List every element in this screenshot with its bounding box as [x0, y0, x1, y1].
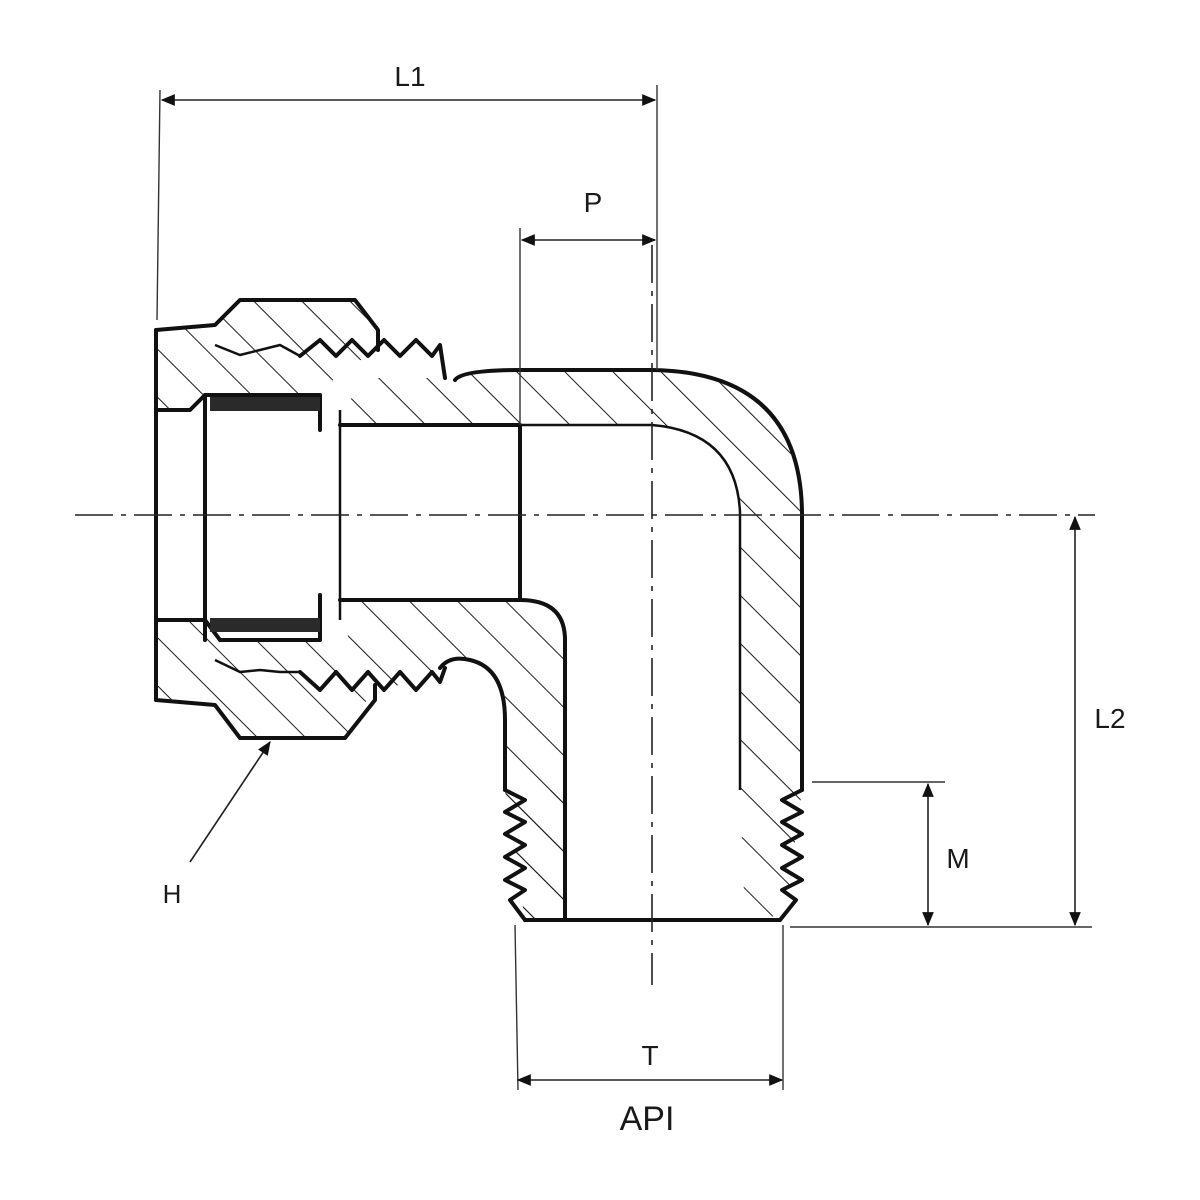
label-l1: L1: [394, 61, 425, 92]
label-t: T: [641, 1040, 658, 1071]
ferrule: [210, 397, 320, 632]
dimension-m: M: [812, 781, 970, 927]
label-p: P: [584, 187, 603, 218]
dimension-l1: L1: [156, 61, 658, 370]
label-api: API: [620, 1100, 675, 1138]
label-l2: L2: [1094, 703, 1125, 734]
dimension-p: P: [519, 187, 657, 425]
label-m: M: [946, 843, 969, 874]
leader-h: H: [163, 741, 271, 909]
bottom-pipe-thread: [503, 788, 804, 922]
dimension-t: T: [514, 924, 784, 1091]
label-h: H: [163, 879, 182, 909]
dimension-l2: L2: [790, 515, 1126, 928]
